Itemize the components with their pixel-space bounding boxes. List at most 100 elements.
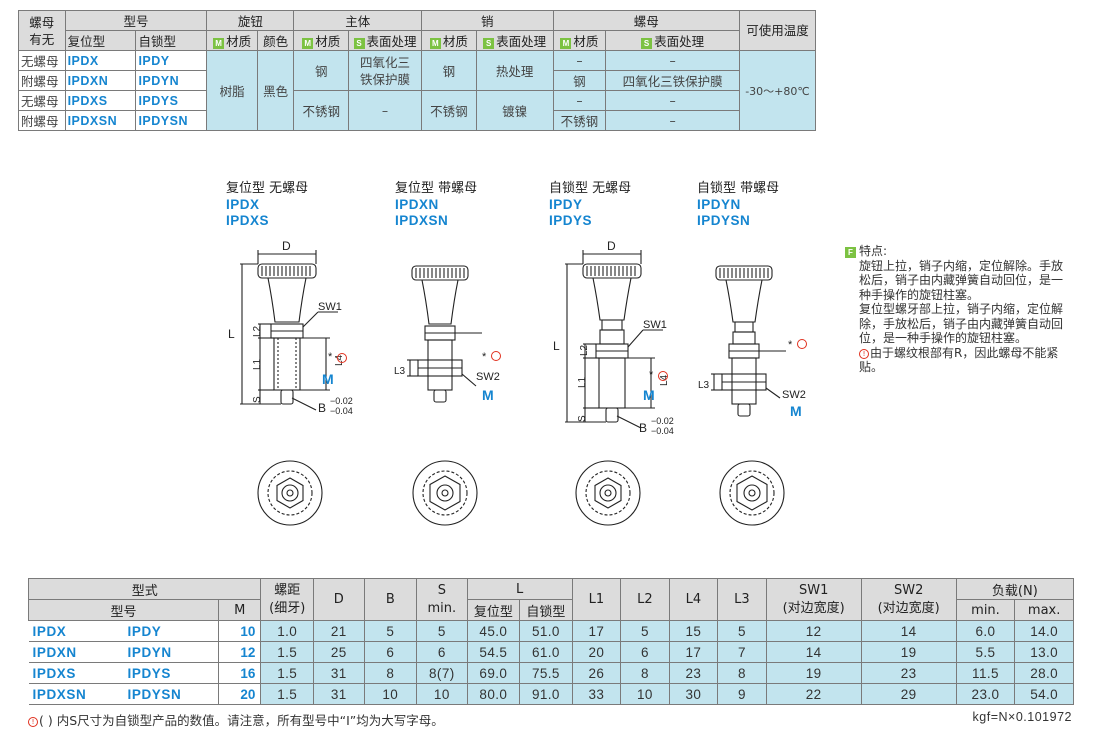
- header-body: 主体: [293, 10, 422, 31]
- caution-icon: [337, 353, 347, 363]
- sw2-cell: 29: [860, 683, 957, 705]
- header-b: B: [363, 578, 418, 621]
- header-knob-color: 颜色: [256, 30, 295, 51]
- m-cell: 10: [217, 620, 262, 642]
- header-sw2: SW2 (对边宽度): [860, 578, 957, 621]
- pitch-cell: 1.5: [260, 641, 314, 663]
- unit-conversion: kgf=N×0.101972: [972, 710, 1072, 724]
- dim-m-label: M: [643, 387, 655, 403]
- model-reset-cell: IPDXSN: [64, 110, 137, 131]
- header-load-min: min.: [955, 599, 1016, 621]
- table-row: 无螺母 IPDX IPDY 树脂 黑色 钢 四氧化三 铁保护膜 钢 热处理 – …: [18, 50, 817, 131]
- dimensions-table: 型式 螺距 (细牙) D B S min. L L1 L2 L4 L3 SW1 …: [27, 578, 1075, 705]
- model-code: IPDYS: [549, 213, 593, 228]
- dim-l3-label: L3: [698, 380, 710, 391]
- l4-cell: 17: [668, 641, 719, 663]
- l2-cell: 6: [620, 641, 670, 663]
- body-material-cell: 不锈钢: [293, 90, 350, 131]
- nut-presence-cell: 附螺母: [18, 70, 66, 91]
- l-lock-cell: 75.5: [519, 662, 573, 684]
- pitch-cell: 1.5: [260, 662, 314, 684]
- header-load: 负载(N): [955, 578, 1075, 600]
- l1-cell: 20: [571, 641, 622, 663]
- l-lock-cell: 61.0: [519, 641, 573, 663]
- pin-surface-cell: 镀镍: [475, 90, 554, 131]
- header-lock-type: 自锁型: [135, 30, 208, 51]
- dim-sw1-label: SW1: [318, 301, 342, 313]
- knob-color-cell: 黑色: [256, 50, 295, 131]
- drawing-label-lock-with-nut: 自锁型 带螺母 IPDYN IPDYSN: [697, 181, 780, 228]
- drawing-label-reset-with-nut: 复位型 带螺母 IPDXN IPDXSN: [395, 181, 478, 228]
- header-pin: 销: [420, 10, 554, 31]
- l3-cell: 8: [717, 662, 767, 684]
- features-badge-icon: F: [845, 247, 856, 258]
- plunger-drawing-lock-with-nut: L3 * SW2 M: [698, 265, 807, 419]
- dim-l-label: L: [228, 327, 235, 341]
- l2-cell: 5: [620, 620, 670, 642]
- header-model-no: 型号: [64, 10, 208, 31]
- header-l1: L1: [571, 578, 622, 621]
- dim-l4-label: L4: [334, 354, 345, 366]
- model-lock-cell: IPDYS: [135, 90, 208, 111]
- plunger-drawing-reset-no-nut: D L L2 L1 S L4 SW1 * M B −0.02 −0.04: [228, 239, 353, 416]
- m-cell: 16: [217, 662, 262, 684]
- b-cell: 10: [363, 683, 418, 705]
- l-lock-cell: 51.0: [519, 620, 573, 642]
- features-paragraph: 复位型螺牙部上拉，销子内缩，定位解除，手放松后，销子由内藏弹簧自动回位，是一种手…: [859, 302, 1064, 345]
- l3-cell: 9: [717, 683, 767, 705]
- sw1-cell: 19: [765, 662, 862, 684]
- nut-surface-cell: 四氧化三铁保护膜: [605, 70, 740, 91]
- dim-d-label: D: [282, 239, 291, 253]
- load-max-cell: 14.0: [1014, 620, 1074, 642]
- surface-badge-icon: S: [641, 38, 653, 49]
- load-max-cell: 13.0: [1014, 641, 1074, 663]
- top-view-3: [575, 460, 641, 526]
- load-max-cell: 54.0: [1014, 683, 1074, 705]
- tol-upper-label: −0.02: [330, 396, 353, 406]
- nut-presence-cell: 附螺母: [18, 110, 66, 131]
- nut-material-cell: –: [552, 50, 607, 71]
- model-code: IPDXS: [226, 213, 270, 228]
- model-reset-cell: IPDXS: [28, 662, 124, 684]
- body-surface-cell: –: [348, 90, 422, 131]
- dim-d-label: D: [607, 239, 616, 253]
- material-badge-icon: M: [560, 38, 572, 49]
- model-reset-cell: IPDX: [28, 620, 124, 642]
- knob-material-cell: 树脂: [206, 50, 258, 131]
- load-min-cell: 23.0: [955, 683, 1016, 705]
- nut-surface-cell: –: [605, 110, 740, 131]
- model-lock-cell: IPDYSN: [123, 683, 219, 705]
- top-view-1: [257, 460, 323, 526]
- model-lock-cell: IPDY: [135, 50, 208, 71]
- material-badge-icon: M: [302, 38, 314, 49]
- l3-cell: 5: [717, 620, 767, 642]
- header-l-lock: 自锁型: [519, 599, 573, 621]
- header-knob: 旋钮: [206, 10, 295, 31]
- model-reset-cell: IPDXN: [28, 641, 124, 663]
- dim-sw2-label: SW2: [476, 371, 500, 383]
- header-form: 型式: [27, 578, 262, 600]
- s-cell: 8(7): [416, 662, 468, 684]
- dim-l2-label: L2: [579, 344, 590, 356]
- header-d: D: [312, 578, 365, 621]
- nut-presence-cell: 无螺母: [18, 90, 66, 111]
- plunger-drawing-reset-with-nut: L3 * SW2 M: [394, 265, 501, 403]
- s-cell: 6: [416, 641, 468, 663]
- l1-cell: 17: [571, 620, 622, 642]
- m-cell: 12: [217, 641, 262, 663]
- l2-cell: 10: [620, 683, 670, 705]
- l-reset-cell: 80.0: [466, 683, 521, 705]
- surface-badge-icon: S: [353, 38, 365, 49]
- pitch-cell: 1.5: [260, 683, 314, 705]
- dim-l-label: L: [553, 339, 560, 353]
- model-code: IPDX: [226, 197, 260, 212]
- l4-cell: 15: [668, 620, 719, 642]
- top-view-4: [719, 460, 785, 526]
- star-label: *: [788, 339, 793, 351]
- nut-presence-cell: 无螺母: [18, 50, 66, 71]
- dim-l1-label: L1: [577, 376, 588, 388]
- dim-l1-label: L1: [252, 358, 263, 370]
- model-reset-cell: IPDX: [64, 50, 137, 71]
